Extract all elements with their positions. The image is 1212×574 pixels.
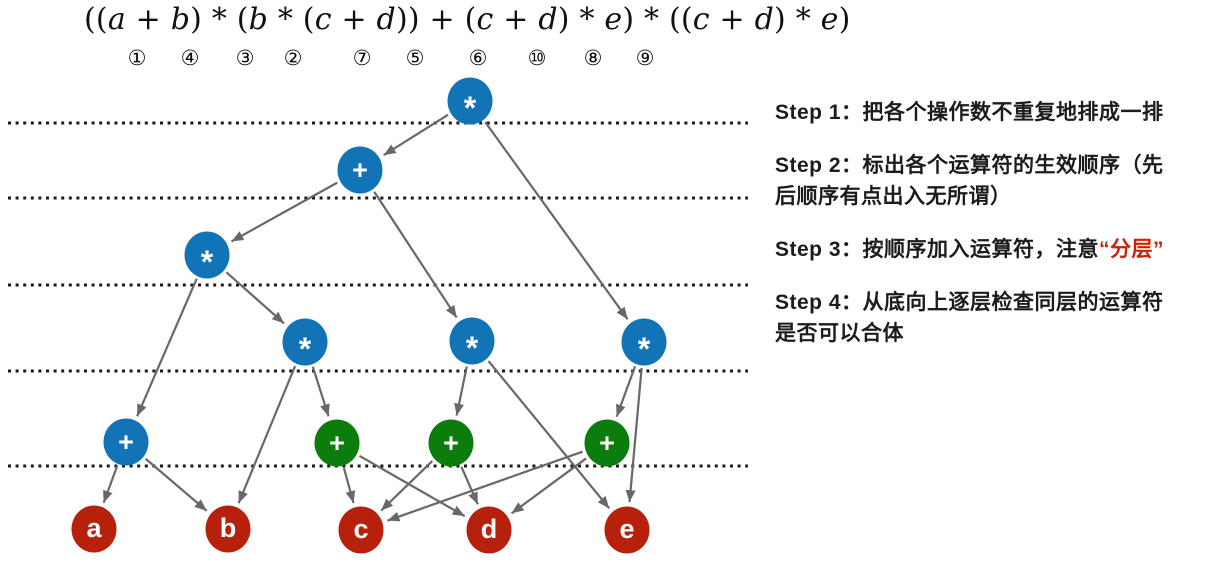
node-circle-var-b <box>205 505 251 553</box>
order-label-8: ⑩ <box>527 46 547 70</box>
node-mul-4: * <box>184 231 230 280</box>
node-circle-plus-8 <box>584 419 630 467</box>
step-3-highlight-fenceng: “分层” <box>1099 238 1165 261</box>
node-label-mul-root: * <box>464 90 477 126</box>
step-2-line-2: 后顺序有点出入无所谓） <box>775 185 1012 208</box>
node-plus-8: + <box>584 419 630 467</box>
order-label-10: ⑨ <box>635 46 655 70</box>
node-circle-mul-3 <box>282 318 328 366</box>
node-label-plus-1: + <box>118 427 134 457</box>
edge-plus-8-to-var-c <box>387 450 583 522</box>
steps-panel: Step 1：把各个操作数不重复地排成一排 Step 2：标出各个运算符的生效顺… <box>775 97 1212 371</box>
edge-mul-6-to-plus-5 <box>454 366 468 416</box>
edge-plus-5-to-var-d <box>460 466 479 505</box>
order-label-2: ④ <box>180 46 200 70</box>
edge-mul-3-to-plus-2 <box>311 366 330 417</box>
node-circle-mul-root <box>447 77 493 125</box>
node-label-var-c: c <box>353 514 368 544</box>
step-3-before: Step 3：按顺序加入运算符，注意 <box>775 238 1100 261</box>
edge-mul-root-to-mul-9 <box>484 121 629 320</box>
node-label-plus-5: + <box>443 428 459 458</box>
node-label-var-a: a <box>86 513 102 543</box>
node-circle-mul-6 <box>449 317 495 365</box>
order-label-4: ② <box>283 46 303 70</box>
node-label-plus-8: + <box>599 428 615 458</box>
node-circle-var-a <box>71 505 117 553</box>
node-circle-var-e <box>604 506 650 554</box>
edge-plus-2-to-var-c <box>342 467 356 504</box>
edge-plus-1-to-var-b <box>145 458 208 512</box>
node-circle-plus-7 <box>337 146 383 194</box>
node-label-plus-2: + <box>329 428 345 458</box>
order-label-9: ⑧ <box>583 46 603 70</box>
node-mul-3: * <box>282 318 328 367</box>
node-circle-plus-5 <box>428 419 474 467</box>
step-4-line-1: Step 4：从底向上逐层检查同层的运算符 <box>775 291 1164 314</box>
step-2-text: Step 2：标出各个运算符的生效顺序（先后顺序有点出入无所谓） <box>775 150 1212 212</box>
step-1-text: Step 1：把各个操作数不重复地排成一排 <box>775 97 1212 128</box>
step-1-line-1: Step 1：把各个操作数不重复地排成一排 <box>775 101 1164 124</box>
order-label-6: ⑤ <box>405 46 425 70</box>
node-label-mul-6: * <box>466 330 479 366</box>
step-4-text: Step 4：从底向上逐层检查同层的运算符是否可以合体 <box>775 287 1212 349</box>
node-label-plus-7: + <box>352 155 368 185</box>
node-var-e: e <box>604 506 650 554</box>
node-var-a: a <box>71 505 117 553</box>
node-plus-2: + <box>314 419 360 467</box>
edge-plus-5-to-var-c <box>380 460 434 512</box>
expression-formula: ((a + b) * (b * (c + d)) + (c + d) * e) … <box>84 2 851 37</box>
node-mul-9: * <box>621 318 667 367</box>
edge-plus-2-to-var-d <box>359 454 466 518</box>
node-label-mul-4: * <box>201 244 214 280</box>
node-label-var-d: d <box>481 514 498 544</box>
edge-mul-root-to-plus-7 <box>383 113 449 157</box>
node-label-var-e: e <box>619 514 634 544</box>
node-var-b: b <box>205 505 251 553</box>
edge-mul-9-to-var-e <box>625 367 643 503</box>
edge-plus-7-to-mul-4 <box>230 181 338 243</box>
node-mul-6: * <box>449 317 495 366</box>
node-circle-plus-1 <box>103 418 149 466</box>
node-plus-1: + <box>103 418 149 466</box>
step-3-text: Step 3：按顺序加入运算符，注意“分层” <box>775 234 1212 265</box>
operator-order-labels: ① ④ ③ ② ⑦ ⑤ ⑥ ⑩ ⑧ ⑨ <box>0 45 1212 71</box>
node-plus-7: + <box>337 146 383 194</box>
node-circle-var-d <box>466 506 512 554</box>
edge-mul-3-to-var-b <box>237 365 297 504</box>
node-label-mul-9: * <box>638 331 651 367</box>
node-label-mul-3: * <box>299 331 312 367</box>
node-var-d: d <box>466 506 512 554</box>
step-4-line-2: 是否可以合体 <box>775 322 904 345</box>
edge-mul-9-to-plus-8 <box>615 366 637 418</box>
order-label-3: ③ <box>235 46 255 70</box>
edge-plus-7-to-mul-6 <box>373 191 458 319</box>
order-label-5: ⑦ <box>352 46 372 70</box>
step-2-line-1: Step 2：标出各个运算符的生效顺序（先 <box>775 154 1164 177</box>
node-plus-5: + <box>428 419 474 467</box>
node-circle-mul-4 <box>184 231 230 279</box>
node-label-var-b: b <box>220 513 237 543</box>
node-circle-mul-9 <box>621 318 667 366</box>
edge-mul-4-to-mul-3 <box>225 271 285 325</box>
edge-mul-4-to-plus-1 <box>136 278 198 417</box>
node-circle-var-c <box>338 506 384 554</box>
order-label-7: ⑥ <box>468 46 488 70</box>
order-label-1: ① <box>127 46 147 70</box>
edge-plus-8-to-var-d <box>510 457 587 515</box>
edge-mul-6-to-var-e <box>487 360 611 510</box>
node-mul-root: * <box>447 77 493 126</box>
edge-plus-1-to-var-a <box>102 466 119 504</box>
node-circle-plus-2 <box>314 419 360 467</box>
node-var-c: c <box>338 506 384 554</box>
